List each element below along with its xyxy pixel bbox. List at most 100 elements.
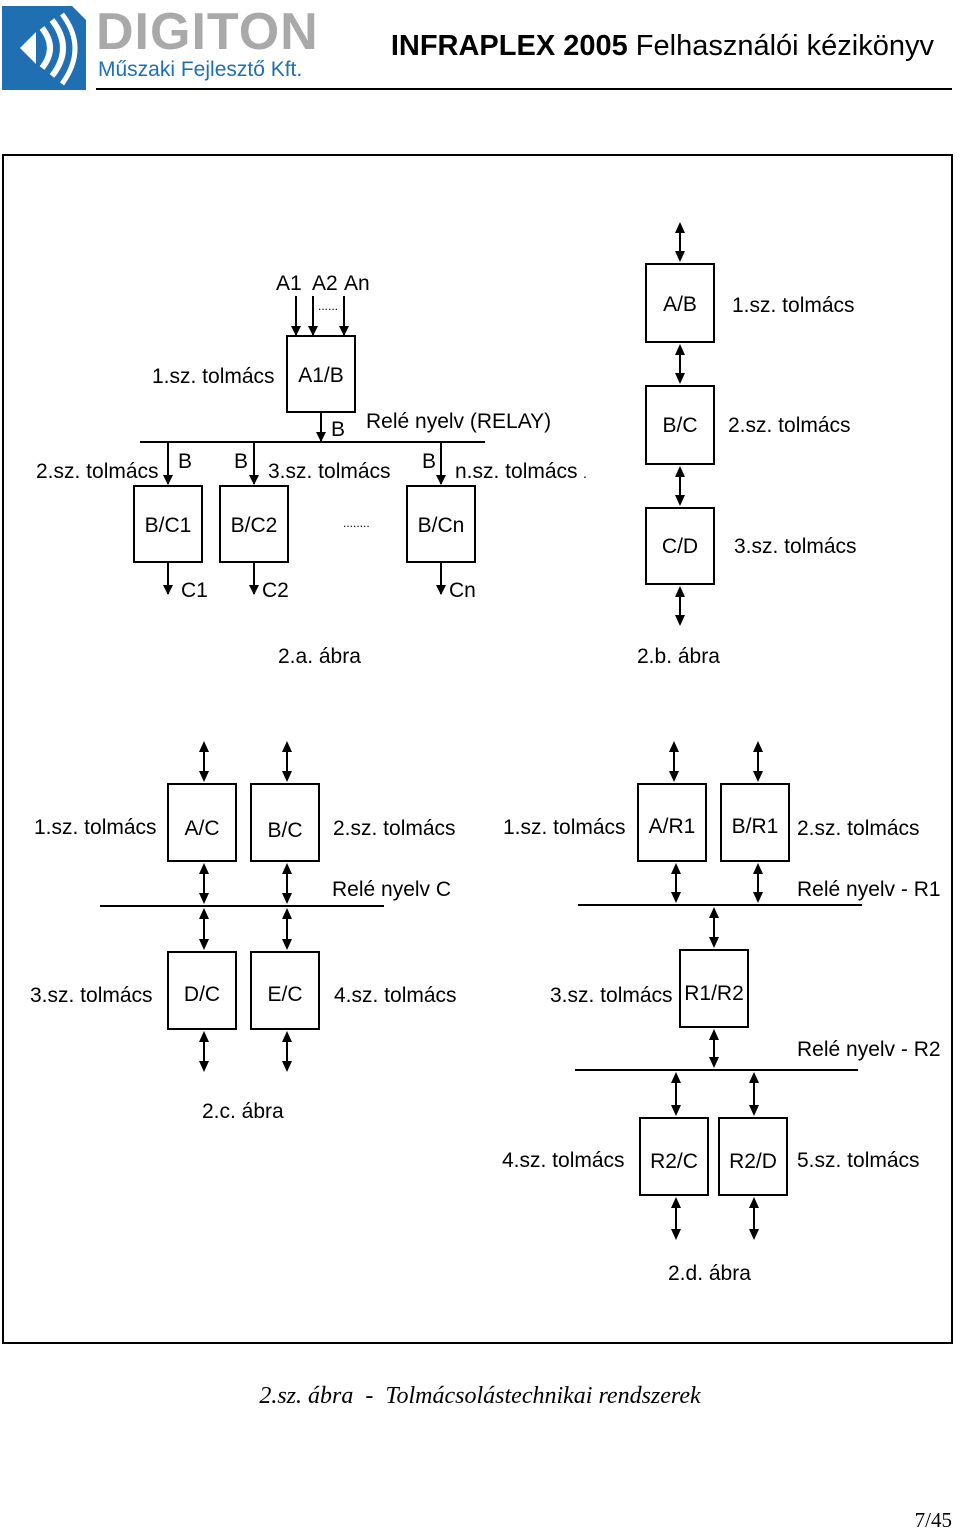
arrow-head-up-icon: [671, 863, 681, 874]
interpreter-n-dot: .: [583, 465, 587, 481]
figure-frame: [2, 154, 953, 1344]
arrow-head-down-icon: [671, 1105, 681, 1116]
header-rule: [96, 88, 952, 90]
output-b-label: B: [331, 418, 345, 441]
box-ar1-label: A/R1: [649, 815, 696, 838]
input-an: An: [344, 272, 370, 295]
diagram-2b: A/B 1.sz. tolmács B/C 2.sz. tolmács C/D …: [637, 263, 857, 668]
interpreter-1-label: 1.sz. tolmács: [152, 365, 275, 388]
box-bc-c: [250, 783, 320, 862]
arrow-head-up-icon: [669, 741, 679, 752]
input-a2: A2: [312, 272, 338, 295]
arrow-head-down-icon: [282, 1061, 292, 1072]
tap-b3-label: B: [422, 450, 436, 473]
document-title-rest: Felhasználói kézikönyv: [635, 30, 934, 62]
d-interpreter-5-label: 5.sz. tolmács: [797, 1149, 920, 1172]
caption-2d: 2.d. ábra: [668, 1262, 751, 1285]
arrow-head-down-icon: [675, 495, 685, 506]
arrow-head-up-icon: [675, 344, 685, 355]
arrow-head-up-icon: [282, 863, 292, 874]
arrow-head-down-icon: [669, 771, 679, 782]
d-interpreter-4-label: 4.sz. tolmács: [502, 1149, 625, 1172]
caption-2b: 2.b. ábra: [637, 645, 720, 668]
c-interpreter-4-label: 4.sz. tolmács: [334, 984, 457, 1007]
arrow-head-up-icon: [199, 741, 209, 752]
box-ec-label: E/C: [267, 983, 302, 1006]
box-cd: [645, 507, 715, 585]
arrow-head-up-icon: [675, 222, 685, 233]
box-br1-label: B/R1: [732, 815, 779, 838]
arrow-head-up-icon: [675, 466, 685, 477]
figure-caption-separator: -: [353, 1383, 386, 1409]
box-bcn-label: B/Cn: [418, 514, 465, 537]
caption-2c: 2.c. ábra: [202, 1100, 284, 1123]
box-ab: [645, 263, 715, 343]
arrow-head-down-icon: [199, 1061, 209, 1072]
relay-r2-label: Relé nyelv - R2: [797, 1038, 941, 1061]
diagram-2c: 1.sz. tolmács A/C B/C 2.sz. tolmács Relé…: [30, 783, 457, 1123]
arrow-head-up-icon: [199, 1031, 209, 1042]
box-ar1: [637, 783, 707, 862]
box-dc: [167, 951, 237, 1030]
box-ec: [250, 951, 320, 1030]
interpreter-n-label: n.sz. tolmács: [455, 460, 578, 483]
arrow-head-up-icon: [749, 1197, 759, 1208]
output-c1-label: C1: [181, 579, 208, 602]
output-cn-label: Cn: [449, 579, 476, 602]
box-bc-c-label: B/C: [267, 819, 302, 842]
arrow-head-up-icon: [749, 1072, 759, 1083]
c-interpreter-3-label: 3.sz. tolmács: [30, 984, 153, 1007]
d-interpreter-2-label: 2.sz. tolmács: [797, 817, 920, 840]
arrow-head-up-icon: [709, 1029, 719, 1040]
box-br1: [720, 783, 790, 862]
arrow-head-up-icon: [282, 741, 292, 752]
arrow-head-down-icon: [709, 937, 719, 948]
document-title: INFRAPLEX 2005 Felhasználói kézikönyv: [391, 28, 934, 64]
diagram-2d: 1.sz. tolmács A/R1 B/R1 2.sz. tolmács Re…: [502, 783, 941, 1285]
arrow-head-down-icon: [199, 939, 209, 950]
page-number: 7/45: [914, 1508, 952, 1532]
box-r2c-label: R2/C: [650, 1150, 698, 1173]
arrow-head-up-icon: [671, 1072, 681, 1083]
arrow-head-down-icon: [675, 251, 685, 262]
box-bc1-label: B/C1: [145, 514, 192, 537]
arrow-head-up-icon: [671, 1197, 681, 1208]
c-interpreter-1-label: 1.sz. tolmács: [34, 816, 157, 839]
relay-language-label: Relé nyelv (RELAY): [366, 410, 551, 433]
arrow-head-down-icon: [282, 771, 292, 782]
box-ab-label: A/B: [663, 293, 697, 316]
tap-b2-label: B: [234, 450, 248, 473]
relay-r1-label: Relé nyelv - R1: [797, 878, 941, 901]
arrow-head-down-icon: [753, 771, 763, 782]
box-bc-chain-label: B/C: [662, 414, 697, 437]
diagram-2a: A1 A2 An ...... 1.sz. tolmács A1/B B Rel…: [36, 272, 587, 668]
arrow-head-down-icon: [749, 1105, 759, 1116]
box-ac-label: A/C: [184, 817, 219, 840]
box-r2c: [639, 1117, 709, 1196]
interpreter-3-label: 3.sz. tolmács: [268, 460, 391, 483]
relay-c-label: Relé nyelv C: [332, 878, 451, 901]
box-r1r2-label: R1/R2: [684, 982, 744, 1005]
c-interpreter-2-label: 2.sz. tolmács: [333, 817, 456, 840]
box-bc-chain: [645, 385, 715, 465]
figure-caption: 2.sz. ábra - Tolmácsolástechnikai rendsz…: [0, 1383, 960, 1410]
b-interpreter-3-label: 3.sz. tolmács: [734, 535, 857, 558]
b-interpreter-1-label: 1.sz. tolmács: [732, 294, 855, 317]
box-r1r2: [679, 949, 749, 1028]
arrow-head-up-icon: [675, 586, 685, 597]
arrow-head-down-icon: [671, 892, 681, 903]
page-header: DIGITON Műszaki Fejlesztő Kft. INFRAPLEX…: [0, 0, 960, 100]
box-cd-label: C/D: [662, 535, 698, 558]
arrow-head-down-icon: [675, 373, 685, 384]
arrow-head-up-icon: [199, 908, 209, 919]
box-a1b-label: A1/B: [298, 364, 344, 387]
arrow-head-down-icon: [199, 771, 209, 782]
document-title-bold: INFRAPLEX 2005: [390, 30, 628, 62]
input-a1: A1: [276, 272, 302, 295]
arrow-head-down-icon: [753, 892, 763, 903]
arrow-head-down-icon: [671, 1229, 681, 1240]
caption-2a: 2.a. ábra: [278, 645, 361, 668]
arrow-head-down-icon: [282, 939, 292, 950]
logo-name: DIGITON: [96, 3, 319, 61]
